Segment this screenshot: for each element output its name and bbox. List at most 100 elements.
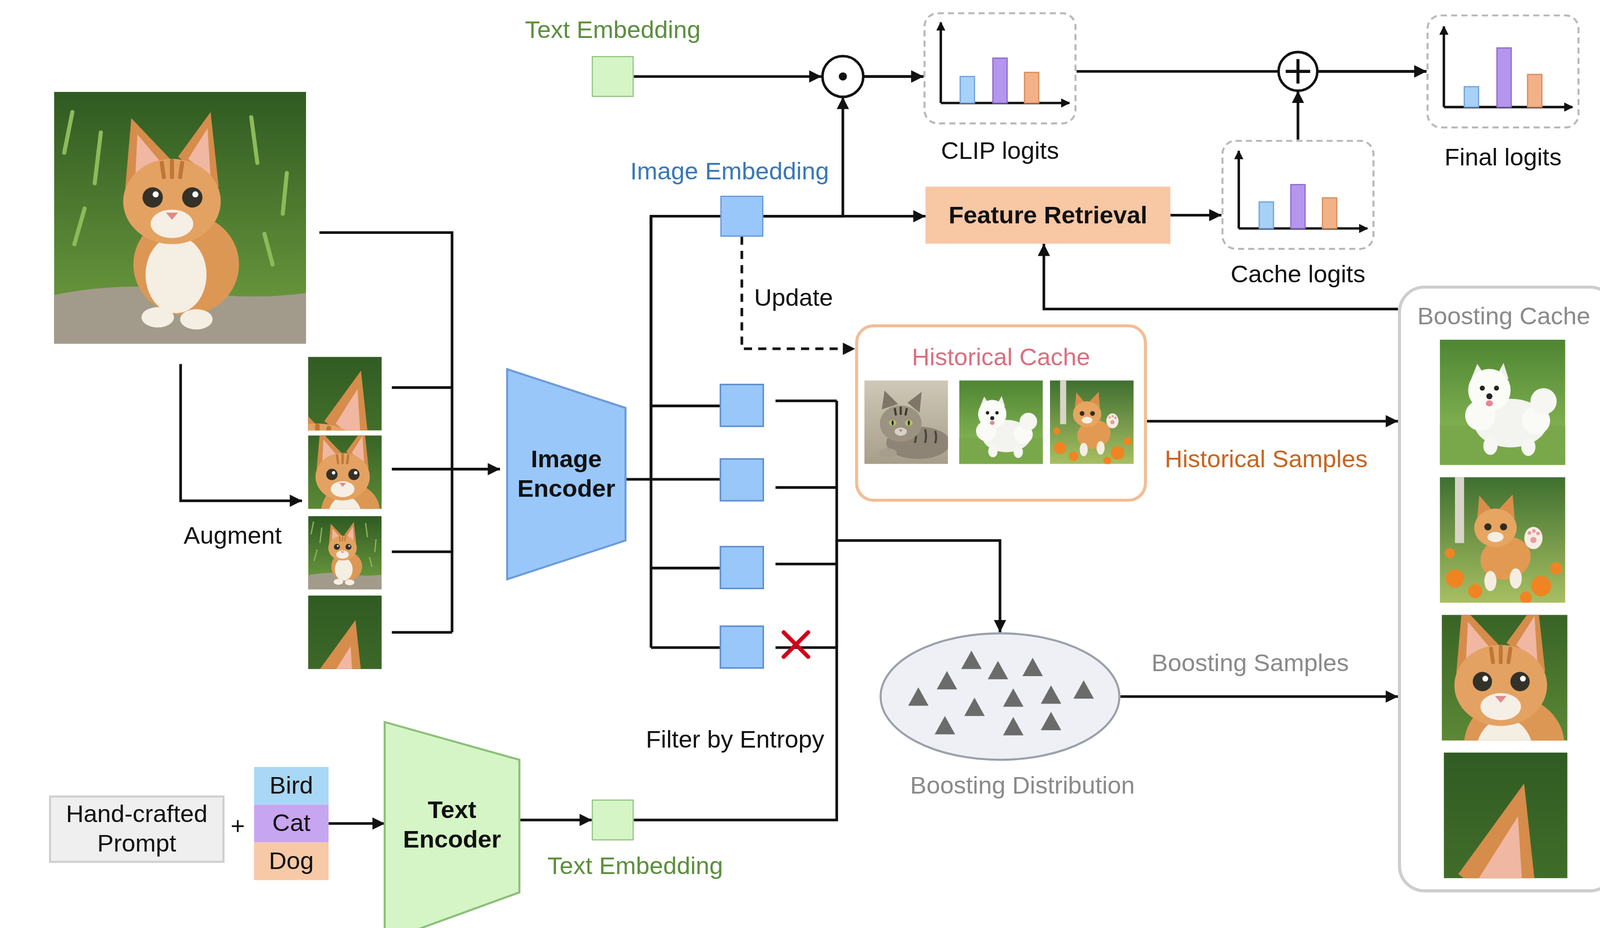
cache-photo: [864, 380, 951, 464]
node-label: Boosting Cache: [1417, 302, 1591, 332]
embedding-square: Text Embedding: [592, 56, 634, 97]
embedding-square: Text Embedding: [592, 800, 634, 841]
edge-label: Boosting Samples: [1149, 648, 1351, 678]
cache-photo: [864, 380, 951, 464]
node-label: Text Embedding: [547, 852, 723, 882]
node-label: Final logits: [1444, 143, 1562, 173]
cache-photo: [1207, 743, 1600, 928]
logits-chart: Final logits: [1426, 14, 1580, 129]
distribution-fill: [988, 661, 1009, 680]
node-label: Hand-crafted Prompt: [57, 800, 216, 859]
node-label: Text Encoder: [388, 796, 517, 855]
bar-chart: [1527, 74, 1542, 107]
crop-photo: [308, 516, 382, 590]
node-label: Image Embedding: [630, 157, 829, 187]
crop-photo: [184, 348, 469, 633]
cache-panel: Historical Cache: [855, 324, 1147, 502]
cache-panel: Boosting Cache: [1398, 285, 1600, 893]
connector-arrow: [1044, 244, 1398, 310]
distribution-fill: [1073, 680, 1094, 699]
connector-arrow: [1298, 71, 1427, 140]
dot-product-symbol: [809, 70, 821, 83]
trapezoid-shape: [507, 369, 626, 580]
dot-product-symbol: [822, 56, 864, 97]
bar-chart: [1322, 198, 1337, 229]
cache-photo: [959, 380, 1043, 464]
distribution-fill: [1041, 685, 1062, 704]
free-label: Augment: [181, 521, 284, 551]
wire: [180, 364, 302, 501]
ellipse-outline: [879, 632, 1121, 761]
cache-photo: [1440, 340, 1566, 466]
distribution-fill: [1003, 689, 1024, 708]
distribution-fill: [1041, 712, 1062, 731]
prompt-box: Hand-crafted Prompt: [49, 796, 225, 864]
dot-product-symbol: [836, 97, 849, 109]
bar-chart: [1259, 202, 1274, 229]
feature-squares: [720, 384, 764, 668]
node-label: Image Encoder: [509, 445, 624, 504]
distribution-fill: [964, 698, 985, 717]
sum-symbol: [1278, 52, 1318, 103]
class-box: Bird: [254, 767, 329, 806]
connector-arrow: [742, 236, 856, 349]
feature-squares: [720, 459, 764, 501]
crop-photo: [184, 348, 469, 633]
distribution-fill: [880, 633, 1120, 760]
bar-chart: [1442, 26, 1445, 107]
dot-product-symbol: [839, 72, 847, 81]
embedding-square: Image Embedding: [720, 196, 764, 237]
bar-chart: [993, 58, 1008, 103]
cache-photo: [1440, 477, 1566, 604]
cache-photo: [1050, 380, 1134, 465]
distribution-fill: [908, 688, 929, 707]
cache-photo: [1440, 477, 1566, 604]
node-label: Bird: [269, 771, 313, 801]
cache-photo: [1207, 743, 1600, 928]
sum-symbol: [1285, 59, 1310, 84]
connector-arrow: [328, 822, 385, 825]
cat-photo: [54, 92, 306, 344]
wire: [452, 468, 500, 471]
distribution-fill: [961, 651, 982, 670]
trapezoid-shape: [384, 722, 519, 928]
node-label: Feature Retrieval: [948, 200, 1147, 230]
logits-chart: CLIP logits: [923, 12, 1077, 124]
bar-chart: [1291, 184, 1306, 229]
class-box: Cat: [254, 805, 329, 843]
node-label: Historical Cache: [912, 343, 1091, 373]
cache-photo: [1440, 340, 1566, 466]
distribution-fill: [1003, 717, 1024, 736]
feature-squares: [720, 547, 764, 589]
crop-photo: [308, 516, 382, 590]
reject-cross: [783, 632, 808, 657]
wire: [651, 216, 721, 648]
connector-arrow: [625, 216, 721, 480]
connector-arrow: [1147, 420, 1398, 423]
node-label: Cache logits: [1230, 260, 1366, 290]
feature-squares: [720, 626, 764, 669]
reject-cross: [783, 632, 808, 657]
node-label: Boosting Distribution: [910, 771, 1135, 801]
wire: [180, 216, 837, 648]
distribution-fill: [908, 651, 1094, 736]
ellipse-shape: [880, 633, 1120, 760]
connector-arrow: [519, 819, 592, 822]
node-label: Text Embedding: [525, 15, 701, 45]
cache-photo: [1050, 380, 1134, 465]
encoder-trapezoid: Text Encoder: [384, 722, 519, 928]
connector-arrow: [1120, 695, 1398, 698]
bar-chart: [1024, 72, 1039, 103]
historical-photos: [864, 380, 1134, 465]
cat-photo: [54, 92, 306, 344]
bar-chart: [939, 22, 942, 103]
cache-photo: [959, 380, 1043, 464]
node-label: Cat: [272, 809, 311, 839]
bar-chart: [1237, 151, 1240, 229]
bar-chart: [1497, 48, 1512, 107]
trapezoid-outline: [384, 722, 519, 928]
boosting-photos: [1207, 340, 1600, 928]
node-label: CLIP logits: [941, 136, 1059, 166]
edge-label: Filter by Entropy: [644, 725, 827, 755]
